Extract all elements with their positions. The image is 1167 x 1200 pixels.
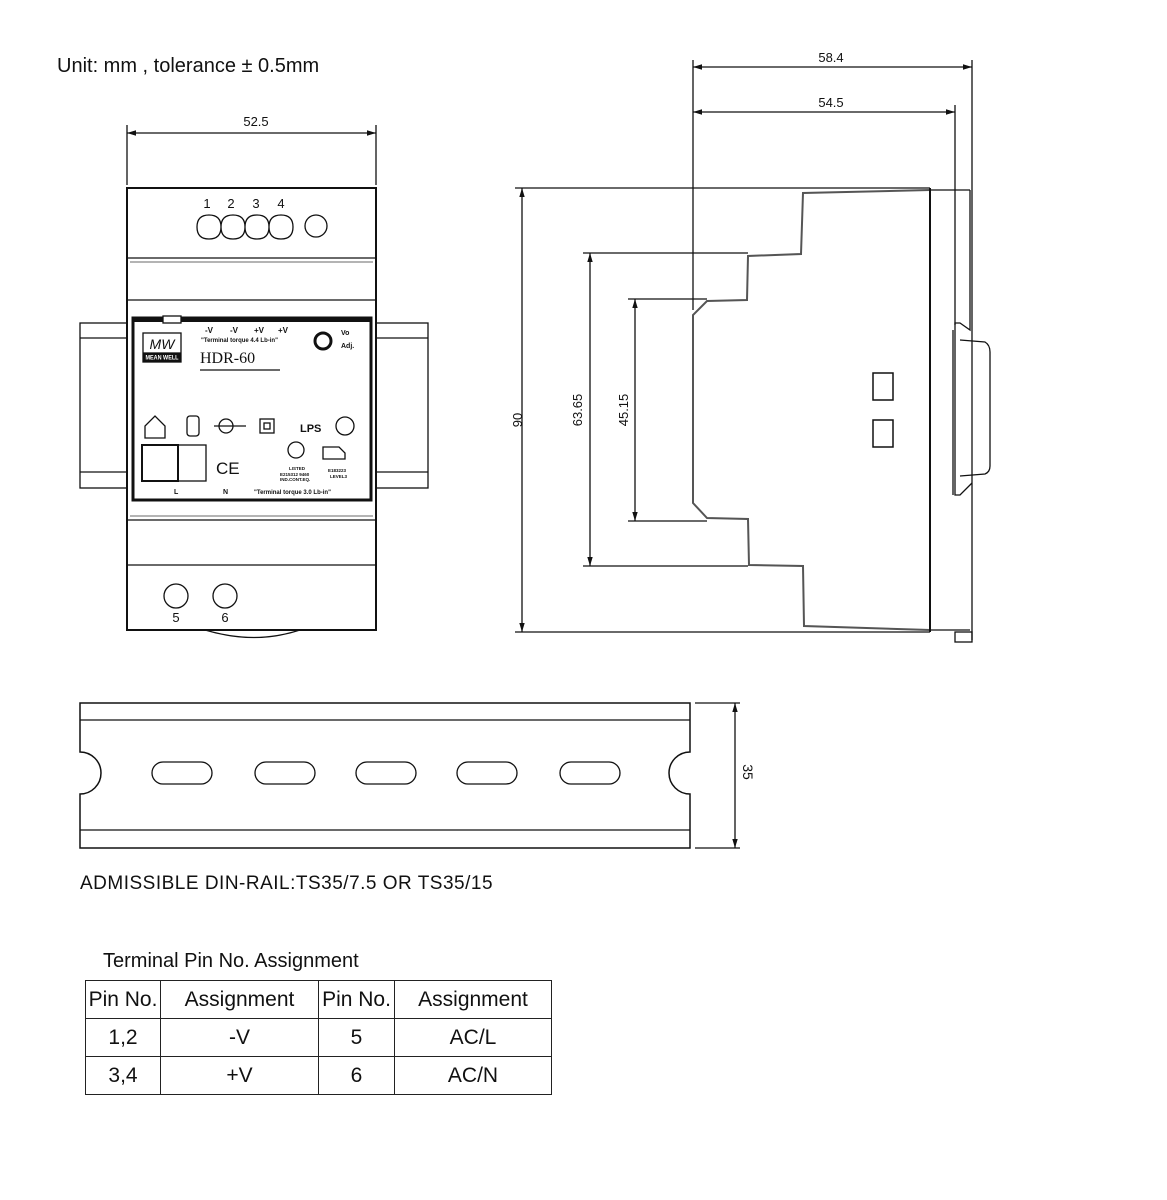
rail-height-dim: 35 [740,764,756,780]
table-cell: -V [160,1018,319,1057]
polarity-label: +V [278,326,289,335]
pin-assignment-table: Pin No. Assignment Pin No. Assignment 1,… [85,980,552,1095]
table-cell: 1,2 [85,1018,161,1057]
model-name: HDR-60 [200,350,255,367]
terminal-5 [163,583,189,609]
din-rail-caption: ADMISSIBLE DIN-RAIL:TS35/7.5 OR TS35/15 [80,873,494,894]
efficiency-level-icon [335,416,355,436]
unit-note: Unit: mm , tolerance ± 0.5mm [57,55,320,77]
header-cell: Assignment [394,980,552,1019]
header-cell: Assignment [160,980,319,1019]
pin-table-title: Terminal Pin No. Assignment [103,950,359,972]
vent-slot [872,372,894,401]
ul-mark-icon [287,441,305,459]
vo-adj-potentiometer [313,331,333,351]
meanwell-logo [142,332,182,363]
table-cell: 3,4 [85,1056,161,1095]
terminal-6 [212,583,238,609]
polarity-label: +V [254,326,265,335]
rail-slot [559,761,621,785]
step1-dim: 63.65 [570,394,585,427]
height-dim: 90 [510,413,525,427]
din-rail-view: 35 [79,702,756,849]
table-cell: 5 [318,1018,395,1057]
table-cell: +V [160,1056,319,1095]
side-view: 58.4 54.5 90 63.65 45.15 [510,50,991,643]
pin-label: 1 [203,196,210,211]
rail-slot [254,761,316,785]
header-cell: Pin No. [85,980,161,1019]
table-row: 1,2 -V 5 AC/L [85,1018,552,1057]
front-view: 52.5 1 2 3 4 5 6 MW MEAN WELL -V -V +V +… [79,114,429,639]
home-use-icon [144,415,166,439]
rail-slot [456,761,518,785]
rail-slot [151,761,213,785]
table-header-row: Pin No. Assignment Pin No. Assignment [85,980,552,1019]
ru-mark-icon [322,446,346,460]
brand-logo-text: MW [150,336,177,352]
step2-dim: 45.15 [616,394,631,427]
torque-top: "Terminal torque 4.4 Lb-in" [201,338,278,344]
vent-slot [872,419,894,448]
ru-file: E183223 [328,468,347,473]
polarity-label: -V [205,326,214,335]
ul-file: E215312 9460 [280,472,310,477]
ac-l-label: L [174,489,179,496]
ul-category: IND.CONT.EQ. [280,477,310,482]
din-clip [954,190,991,496]
table-cell: AC/L [394,1018,552,1057]
table-row: 3,4 +V 6 AC/N [85,1056,552,1095]
pin-label: 5 [172,610,179,625]
rail-slot [355,761,417,785]
ul-listed: LISTED [289,466,306,471]
ce-mark: CE [216,459,240,478]
label-plate [131,316,373,502]
adj-label: Adj. [341,343,354,350]
pin-label: 3 [252,196,259,211]
vo-label: Vo [341,330,349,337]
table-cell: AC/N [394,1056,552,1095]
ru-level: LEVEL3 [330,474,348,479]
terminal-block-top [196,214,294,240]
pin-label: 2 [227,196,234,211]
terminal-screw-icon [304,214,328,238]
overall-depth-dim: 58.4 [818,50,843,65]
lps-mark: LPS [300,423,321,435]
header-cell: Pin No. [318,980,395,1019]
ac-n-label: N [223,489,228,496]
body-depth-dim: 54.5 [818,95,843,110]
table-cell: 6 [318,1056,395,1095]
polarity-label: -V [230,326,239,335]
pin-label: 4 [277,196,284,211]
double-insulation-icon [259,418,275,434]
side-profile [692,189,931,631]
brand-sub-text: MEAN WELL [146,356,179,362]
pin-label: 6 [221,610,228,625]
din-rail [79,702,691,849]
torque-bottom: "Terminal torque 3.0 Lb-in" [254,490,331,496]
transformer-icon [186,415,200,437]
width-dim-label: 52.5 [243,114,268,129]
